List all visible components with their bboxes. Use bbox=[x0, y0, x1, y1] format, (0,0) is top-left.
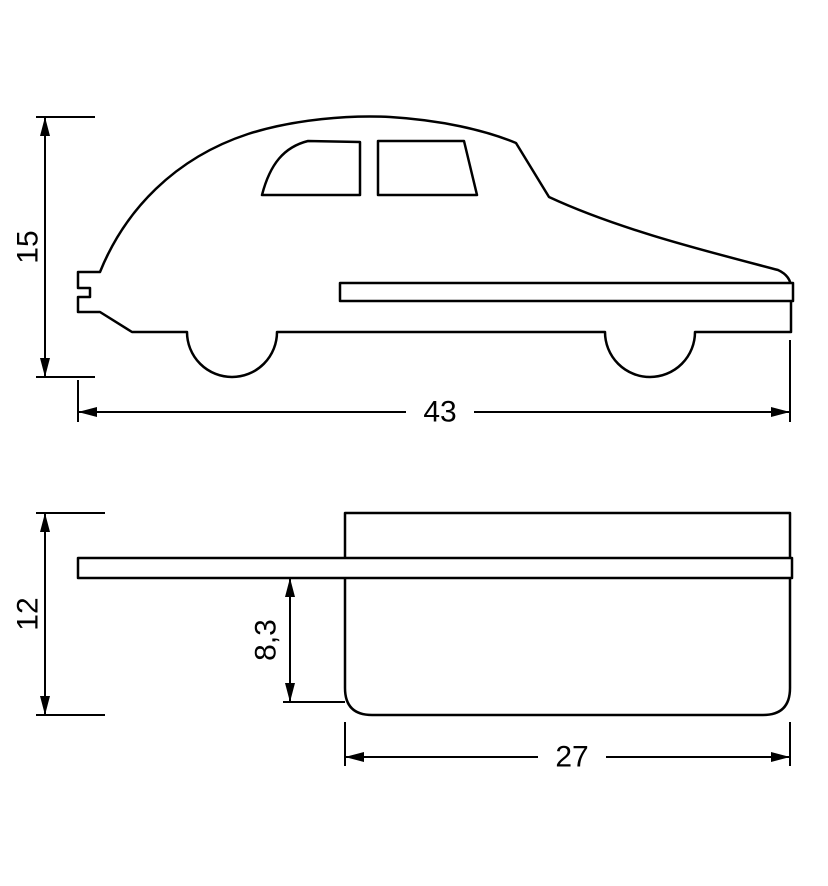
arrowhead-down-icon bbox=[40, 696, 50, 715]
arrowhead-right-icon bbox=[771, 752, 790, 762]
arrowhead-down-icon bbox=[40, 358, 50, 377]
car-body-outline bbox=[76, 115, 793, 379]
arrowhead-down-icon bbox=[285, 683, 295, 702]
dimension-label-depth-8-3: 8,3 bbox=[250, 619, 283, 661]
dimension-label-height-15: 15 bbox=[12, 230, 45, 263]
section-view-body bbox=[76, 511, 794, 717]
dimension-side-height: 15 bbox=[12, 116, 95, 378]
side-view-car bbox=[76, 115, 795, 379]
arrowhead-up-icon bbox=[285, 578, 295, 597]
dimension-section-width: 27 bbox=[344, 722, 791, 774]
dimension-label-width-27: 27 bbox=[555, 741, 588, 774]
arrowhead-left-icon bbox=[78, 407, 97, 417]
lamp-body-outline bbox=[343, 511, 792, 717]
car-front-window bbox=[260, 139, 362, 197]
car-rear-window bbox=[376, 139, 479, 197]
arrowhead-right-icon bbox=[771, 407, 790, 417]
arrowhead-left-icon bbox=[345, 752, 364, 762]
shelf-bar-side-view bbox=[338, 281, 795, 303]
dimension-shelf-depth: 8,3 bbox=[250, 578, 345, 703]
dimension-label-width-43: 43 bbox=[423, 396, 456, 429]
arrowhead-up-icon bbox=[40, 513, 50, 532]
arrowhead-up-icon bbox=[40, 117, 50, 136]
dimension-label-height-12: 12 bbox=[12, 597, 45, 630]
dimension-section-height: 12 bbox=[12, 512, 105, 716]
shelf-plate-section-view bbox=[76, 556, 794, 580]
dimension-side-width: 43 bbox=[77, 340, 791, 429]
